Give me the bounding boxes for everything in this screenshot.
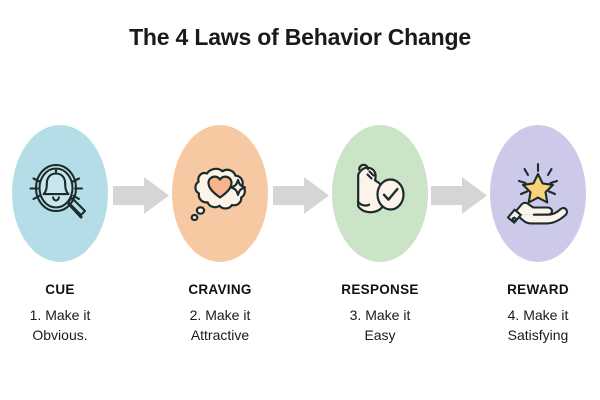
bubble-response — [332, 125, 428, 262]
stage-response: RESPONSE 3. Make it Easy — [320, 125, 440, 346]
bubble-cue — [12, 125, 108, 262]
page-title: The 4 Laws of Behavior Change — [129, 24, 471, 50]
caption-response: RESPONSE 3. Make it Easy — [320, 282, 440, 346]
rule-number-response: 3. Make it — [349, 307, 411, 324]
rule-number-cue: 1. Make it — [29, 307, 91, 324]
bubble-craving — [172, 125, 268, 262]
stage-rule-response: 3. Make it Easy — [320, 305, 440, 346]
arrow-cue-to-craving — [113, 177, 169, 214]
heart-thought-bubble-icon — [183, 157, 257, 231]
stage-craving: CRAVING 2. Make it Attractive — [160, 125, 280, 346]
rule-text-reward: Satisfying — [507, 327, 569, 344]
rule-text-cue: Obvious. — [32, 327, 88, 344]
stage-rule-craving: 2. Make it Attractive — [160, 305, 280, 346]
bubble-reward — [490, 125, 586, 262]
rule-text-craving: Attractive — [190, 327, 250, 344]
rule-text-response: Easy — [364, 327, 396, 344]
stage-rule-reward: 4. Make it Satisfying — [478, 305, 598, 346]
arrow-craving-to-response — [273, 177, 329, 214]
stage-cue: CUE 1. Make it Obvious. — [0, 125, 120, 346]
rule-number-craving: 2. Make it — [189, 307, 251, 324]
stage-label-craving: CRAVING — [188, 282, 252, 297]
stage-rule-cue: 1. Make it Obvious. — [0, 305, 120, 346]
flexed-bicep-check-icon — [343, 157, 417, 231]
caption-reward: REWARD 4. Make it Satisfying — [478, 282, 598, 346]
stage-label-cue: CUE — [45, 282, 75, 297]
hand-holding-star-icon — [501, 157, 575, 231]
stage-reward: REWARD 4. Make it Satisfying — [478, 125, 598, 346]
caption-cue: CUE 1. Make it Obvious. — [0, 282, 120, 346]
bell-magnifier-icon — [23, 157, 97, 231]
caption-craving: CRAVING 2. Make it Attractive — [160, 282, 280, 346]
stage-label-reward: REWARD — [507, 282, 569, 297]
arrow-response-to-reward — [431, 177, 487, 214]
rule-number-reward: 4. Make it — [507, 307, 569, 324]
stage-label-response: RESPONSE — [341, 282, 419, 297]
